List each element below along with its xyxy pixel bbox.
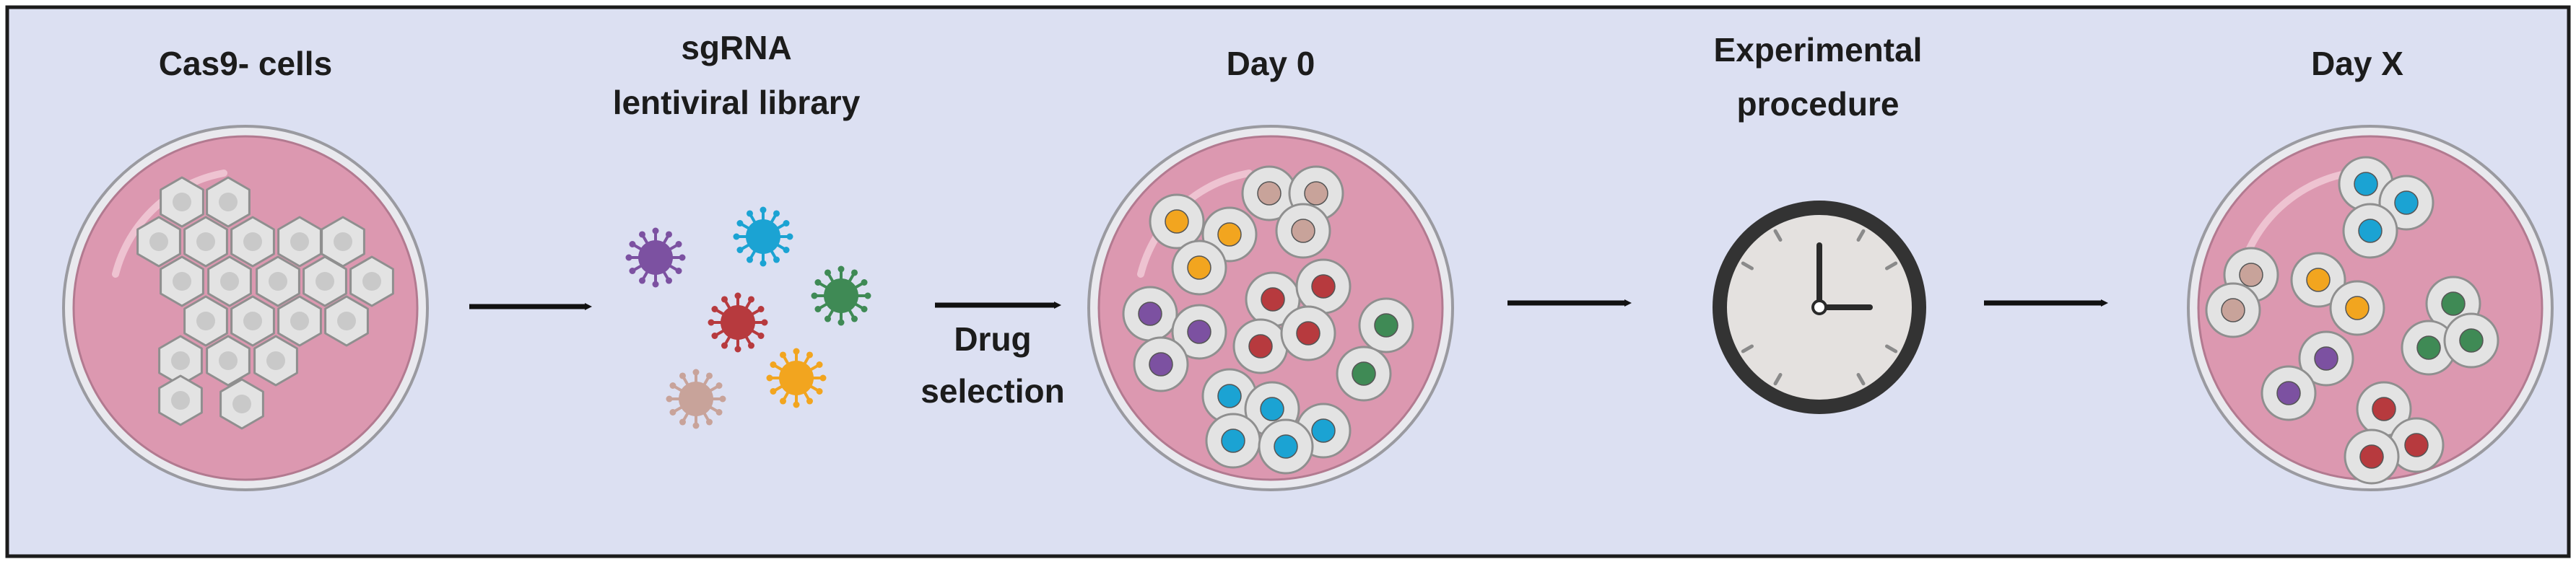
clock-tick <box>1773 229 1783 242</box>
label-sgrna: sgRNA <box>681 29 791 66</box>
cell-icon <box>1295 258 1352 315</box>
cell-icon <box>160 255 204 307</box>
selected-cells <box>2205 156 2499 485</box>
cell-icon <box>160 176 204 228</box>
cell-icon <box>1275 203 1331 259</box>
cell-icon <box>183 216 228 268</box>
cell-icon <box>2401 320 2457 376</box>
cell-icon <box>206 176 251 228</box>
virus-icon <box>733 206 793 267</box>
cell-icon <box>1358 297 1414 353</box>
cell-icon <box>1280 305 1336 361</box>
label-day-x: Day X <box>2311 45 2403 82</box>
label-day-0: Day 0 <box>1227 45 1315 82</box>
virus-icon <box>766 348 827 408</box>
petri-dish-icon <box>2187 125 2554 491</box>
cell-icon <box>2344 428 2400 485</box>
petri-dish-icon <box>62 125 429 491</box>
cell-icon <box>183 295 228 347</box>
virus-icon <box>666 369 726 429</box>
cell-icon <box>277 216 322 268</box>
clock-tick <box>1741 344 1754 353</box>
cell-icon <box>253 335 298 387</box>
cell-icon <box>303 255 347 307</box>
cell-icon <box>324 295 369 347</box>
cell-icon <box>1205 413 1261 469</box>
cell-icon <box>1171 239 1227 296</box>
cell-icon <box>1201 368 1258 424</box>
cell-icon <box>158 374 203 426</box>
cell-cluster <box>136 176 394 430</box>
virus-library <box>625 206 871 429</box>
cell-icon <box>1336 346 1392 402</box>
clock-tick <box>1741 261 1754 271</box>
cell-icon <box>230 216 275 268</box>
cell-icon <box>207 255 252 307</box>
clock-icon <box>1713 201 1926 414</box>
cell-icon <box>1258 418 1314 475</box>
clock-tick <box>1885 344 1898 353</box>
cell-icon <box>2290 252 2346 308</box>
cell-icon <box>2298 330 2354 387</box>
cell-icon <box>2205 282 2261 338</box>
cell-icon <box>2260 365 2317 421</box>
cell-icon <box>2388 417 2445 473</box>
virus-icon <box>811 265 871 326</box>
cell-icon <box>1149 193 1205 250</box>
virus-icon <box>708 292 768 353</box>
cell-icon <box>1241 165 1297 221</box>
cell-icon <box>256 255 300 307</box>
clock-tick <box>1856 373 1866 386</box>
cell-icon <box>349 255 394 307</box>
cell-icon <box>2329 280 2385 336</box>
cell-icon <box>1171 304 1227 360</box>
label-drug: Drug <box>954 320 1031 358</box>
clock-tick <box>1856 229 1866 242</box>
petri-dish-icon <box>1087 125 1454 491</box>
virus-icon <box>625 227 686 288</box>
cell-icon <box>1122 286 1178 342</box>
cell-icon <box>2443 312 2499 369</box>
label-cas9-cells: Cas9- cells <box>159 45 332 82</box>
cell-icon <box>219 378 264 430</box>
cell-icon <box>2342 203 2398 259</box>
transduced-cells <box>1122 165 1414 475</box>
label-procedure: procedure <box>1737 85 1900 123</box>
clock-tick <box>1885 261 1898 271</box>
label-experimental: Experimental <box>1714 31 1923 69</box>
label-selection: selection <box>921 372 1064 410</box>
cell-icon <box>277 295 322 347</box>
clock-tick <box>1773 373 1783 386</box>
cell-icon <box>136 216 181 268</box>
cell-icon <box>1133 336 1189 392</box>
label-lentiviral-library: lentiviral library <box>613 84 861 121</box>
cell-icon <box>230 295 275 347</box>
cell-icon <box>158 335 203 387</box>
cell-icon <box>1232 318 1289 374</box>
cell-icon <box>206 335 251 387</box>
